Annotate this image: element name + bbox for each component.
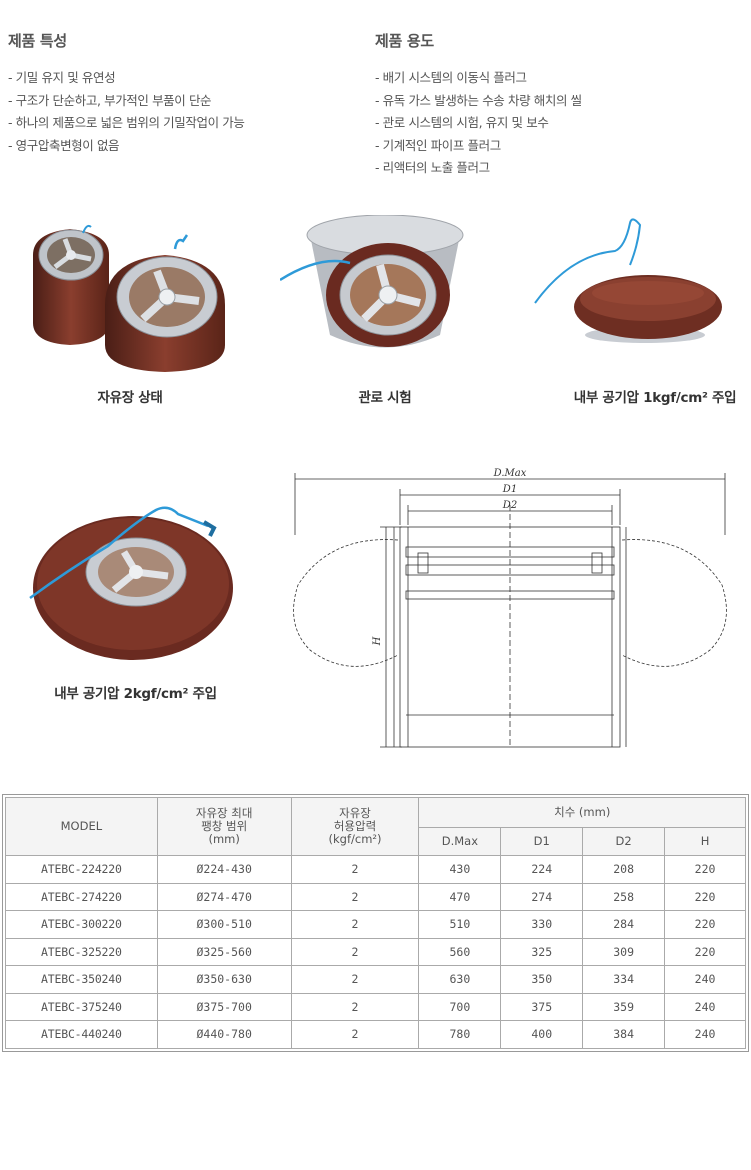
header-range: 자유장 최대 팽창 범위 (mm)	[156, 797, 292, 856]
feature-item: - 기밀 유지 및 유연성	[8, 70, 116, 85]
cell-dmax: 560	[418, 937, 502, 966]
cell-model: ATEBC-375240	[5, 992, 158, 1021]
cell-d1: 325	[500, 937, 584, 966]
uses-list: - 배기 시스템의 이동식 플러그 - 유독 가스 발생하는 수송 차량 해치의…	[375, 67, 745, 180]
product-features: 제품 특성 - 기밀 유지 및 유연성 - 구조가 단순하고, 부가적인 부품이…	[8, 30, 358, 157]
cell-h: 220	[664, 937, 746, 966]
dimension-drawing: D.Max D1 D2 H	[293, 468, 727, 748]
table-row: ATEBC-325220 Ø325-560 2 560 325 309 220	[5, 937, 746, 966]
header-d2: D2	[582, 827, 666, 856]
cell-d1: 350	[500, 965, 584, 994]
dmax-label: D.Max	[493, 468, 527, 479]
cell-d2: 258	[582, 882, 666, 911]
features-list: - 기밀 유지 및 유연성 - 구조가 단순하고, 부가적인 부품이 단순 - …	[8, 67, 358, 157]
cell-dmax: 430	[418, 855, 502, 884]
use-item: - 리액터의 노출 플러그	[375, 160, 490, 175]
cell-range: Ø440-780	[156, 1020, 292, 1049]
cell-d1: 330	[500, 910, 584, 939]
cell-dmax: 700	[418, 992, 502, 1021]
cell-d2: 384	[582, 1020, 666, 1049]
header-model: MODEL	[5, 797, 158, 856]
cell-range: Ø224-430	[156, 855, 292, 884]
feature-item: - 구조가 단순하고, 부가적인 부품이 단순	[8, 92, 212, 108]
header-pressure: 자유장 허용압력 (kgf/cm²)	[290, 797, 420, 856]
cell-model: ATEBC-224220	[5, 855, 158, 884]
cell-dmax: 510	[418, 910, 502, 939]
cell-pressure: 2	[290, 965, 420, 994]
table-row: ATEBC-350240 Ø350-630 2 630 350 334 240	[5, 965, 746, 994]
pipe-test-caption: 관로 시험	[358, 390, 412, 406]
pressure-2-photo	[29, 506, 233, 660]
cell-pressure: 2	[290, 855, 420, 884]
cell-d2: 309	[582, 937, 666, 966]
cell-d1: 274	[500, 882, 584, 911]
feature-item: - 영구압축변형이 없음	[8, 137, 120, 153]
cell-range: Ø274-470	[156, 882, 292, 911]
table-row: ATEBC-274220 Ø274-470 2 470 274 258 220	[5, 882, 746, 911]
free-state-photo	[33, 224, 225, 372]
cell-d2: 208	[582, 855, 666, 884]
table-row: ATEBC-224220 Ø224-430 2 430 224 208 220	[5, 855, 746, 884]
use-item: - 관로 시스템의 시험, 유지 및 보수	[375, 115, 549, 130]
cell-pressure: 2	[290, 910, 420, 939]
product-uses: 제품 용도 - 배기 시스템의 이동식 플러그 - 유독 가스 발생하는 수송 …	[375, 30, 745, 180]
cell-model: ATEBC-300220	[5, 910, 158, 939]
cell-dmax: 780	[418, 1020, 502, 1049]
uses-title: 제품 용도	[375, 32, 434, 50]
cell-pressure: 2	[290, 1020, 420, 1049]
cell-pressure: 2	[290, 992, 420, 1021]
cell-h: 240	[664, 992, 746, 1021]
pressure-1-photo	[534, 218, 722, 343]
h-label: H	[372, 636, 383, 646]
header-h: H	[664, 827, 746, 856]
cell-h: 220	[664, 882, 746, 911]
cell-d2: 359	[582, 992, 666, 1021]
free-state-caption: 자유장 상태	[97, 390, 163, 406]
cell-model: ATEBC-440240	[5, 1020, 158, 1049]
cell-h: 240	[664, 965, 746, 994]
cell-d1: 400	[500, 1020, 584, 1049]
cell-model: ATEBC-350240	[5, 965, 158, 994]
cell-model: ATEBC-274220	[5, 882, 158, 911]
cell-pressure: 2	[290, 937, 420, 966]
table-row: ATEBC-375240 Ø375-700 2 700 375 359 240	[5, 992, 746, 1021]
cell-d1: 375	[500, 992, 584, 1021]
cell-dmax: 470	[418, 882, 502, 911]
cell-d1: 224	[500, 855, 584, 884]
cell-range: Ø350-630	[156, 965, 292, 994]
use-item: - 배기 시스템의 이동식 플러그	[375, 70, 527, 85]
cell-model: ATEBC-325220	[5, 937, 158, 966]
header-d1: D1	[500, 827, 584, 856]
cell-range: Ø375-700	[156, 992, 292, 1021]
cell-dmax: 630	[418, 965, 502, 994]
cell-h: 240	[664, 1020, 746, 1049]
pressure-2-caption: 내부 공기압 2kgf/cm² 주입	[54, 686, 217, 702]
cell-d2: 284	[582, 910, 666, 939]
table-row: ATEBC-300220 Ø300-510 2 510 330 284 220	[5, 910, 746, 939]
cell-range: Ø300-510	[156, 910, 292, 939]
d2-label: D2	[502, 500, 517, 511]
cell-pressure: 2	[290, 882, 420, 911]
cell-h: 220	[664, 855, 746, 884]
use-item: - 유독 가스 발생하는 수송 차량 해치의 씰	[375, 92, 582, 108]
feature-item: - 하나의 제품으로 넓은 범위의 기밀작업이 가능	[8, 115, 245, 130]
spec-table: MODEL 자유장 최대 팽창 범위 (mm) 자유장 허용압력 (kgf/cm…	[2, 794, 749, 1052]
pressure-1-caption: 내부 공기압 1kgf/cm² 주입	[573, 390, 737, 406]
d1-label: D1	[502, 484, 517, 495]
table-row: ATEBC-440240 Ø440-780 2 780 400 384 240	[5, 1020, 746, 1049]
cell-d2: 334	[582, 965, 666, 994]
header-dimensions: 치수 (mm)	[418, 797, 746, 828]
pipe-test-photo	[280, 215, 464, 348]
header-dmax: D.Max	[418, 827, 502, 856]
cell-range: Ø325-560	[156, 937, 292, 966]
features-title: 제품 특성	[8, 32, 67, 50]
cell-h: 220	[664, 910, 746, 939]
use-item: - 기계적인 파이프 플러그	[375, 137, 501, 153]
